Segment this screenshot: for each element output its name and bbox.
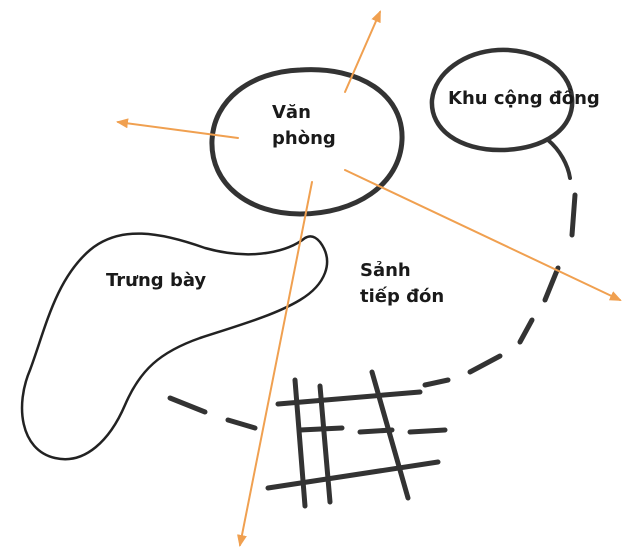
display-bubble-outline <box>20 232 329 461</box>
zone-label-community: Khu cộng đồng <box>448 86 600 112</box>
zone-label-display: Trưng bày <box>106 268 206 294</box>
community-bubble-tail <box>546 138 572 180</box>
zone-label-office-line-1: Văn <box>272 102 311 123</box>
zone-label-office: Văn phòng <box>272 100 336 152</box>
dashed-boundary <box>167 192 578 435</box>
axis-arrow-west <box>116 118 239 139</box>
zone-label-display-line-1: Trưng bày <box>106 270 207 291</box>
axis-arrow-southeast <box>344 169 622 301</box>
zone-label-office-line-2: phòng <box>272 128 336 149</box>
zone-label-community-line-1: Khu cộng đồng <box>448 88 600 109</box>
axis-arrows <box>116 10 622 547</box>
zone-label-lobby: Sảnh tiếp đón <box>360 258 444 310</box>
community-bubble-outline <box>429 47 575 153</box>
grid-sketch <box>265 369 441 509</box>
zone-label-lobby-line-1: Sảnh <box>360 260 411 281</box>
office-bubble-outline <box>209 67 405 217</box>
axis-arrow-south <box>237 181 313 547</box>
axis-arrow-north <box>344 10 381 93</box>
zone-label-lobby-line-2: tiếp đón <box>360 286 445 307</box>
